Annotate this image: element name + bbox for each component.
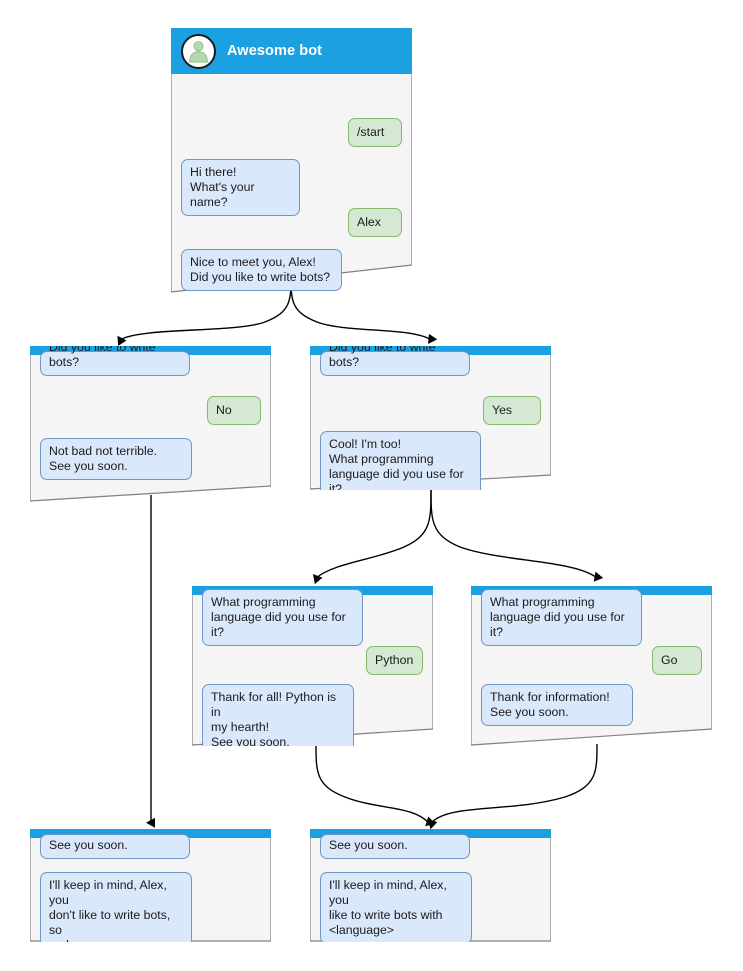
yes-branch-node[interactable]: Did you like to write bots? Yes Cool! I'… [310,346,551,490]
no-branch-messages: Did you like to write bots? No Not bad n… [30,346,271,502]
message-bubble[interactable]: Go [652,646,702,675]
edge-go-to-end-happy [427,743,598,830]
root-messages: /start Hi there! What's your name? Alex … [171,74,412,293]
message-bubble[interactable]: Cool! I'm too! What programming language… [320,431,481,490]
message-bubble[interactable]: See you soon. [320,834,470,859]
python-branch-node[interactable]: What programming language did you use fo… [192,586,433,746]
end-sad-node[interactable]: See you soon. I'll keep in mind, Alex, y… [30,829,271,942]
root-header-title: Awesome bot [227,43,323,59]
message-bubble[interactable]: Alex [348,208,402,237]
message-bubble[interactable]: Not bad not terrible. See you soon. [40,438,192,480]
person-avatar-icon [181,33,216,69]
message-bubble[interactable]: What programming language did you use fo… [202,589,363,646]
message-bubble[interactable]: Hi there! What's your name? [181,159,300,216]
message-bubble[interactable]: Did you like to write bots? [320,346,470,376]
go-branch-messages: What programming language did you use fo… [471,589,712,746]
message-bubble[interactable]: Did you like to write bots? [40,346,190,376]
go-branch-node[interactable]: What programming language did you use fo… [471,586,712,746]
root-start-node[interactable]: Awesome bot /start Hi there! What's your… [171,28,412,293]
edge-yes-to-python [312,489,432,585]
end-happy-node[interactable]: See you soon. I'll keep in mind, Alex, y… [310,829,551,942]
no-branch-node[interactable]: Did you like to write bots? No Not bad n… [30,346,271,502]
message-bubble[interactable]: Thank for all! Python is in my hearth! S… [202,684,354,746]
edge-python-to-end-happy [315,743,436,827]
message-bubble[interactable]: Yes [483,396,541,425]
message-bubble[interactable]: Python [366,646,423,675]
end-sad-messages: See you soon. I'll keep in mind, Alex, y… [30,834,271,942]
edge-yes-to-go [430,489,604,582]
message-bubble[interactable]: Thank for information! See you soon. [481,684,633,726]
message-bubble[interactable]: I'll keep in mind, Alex, you like to wri… [320,872,472,942]
message-bubble[interactable]: Nice to meet you, Alex! Did you like to … [181,249,342,291]
python-branch-messages: What programming language did you use fo… [192,589,433,746]
yes-branch-messages: Did you like to write bots? Yes Cool! I'… [310,346,551,490]
message-bubble[interactable]: /start [348,118,402,147]
message-bubble[interactable]: No [207,396,261,425]
message-bubble[interactable]: I'll keep in mind, Alex, you don't like … [40,872,192,942]
message-bubble[interactable]: What programming language did you use fo… [481,589,642,646]
root-header: Awesome bot [171,28,412,74]
end-happy-messages: See you soon. I'll keep in mind, Alex, y… [310,834,551,942]
message-bubble[interactable]: See you soon. [40,834,190,859]
